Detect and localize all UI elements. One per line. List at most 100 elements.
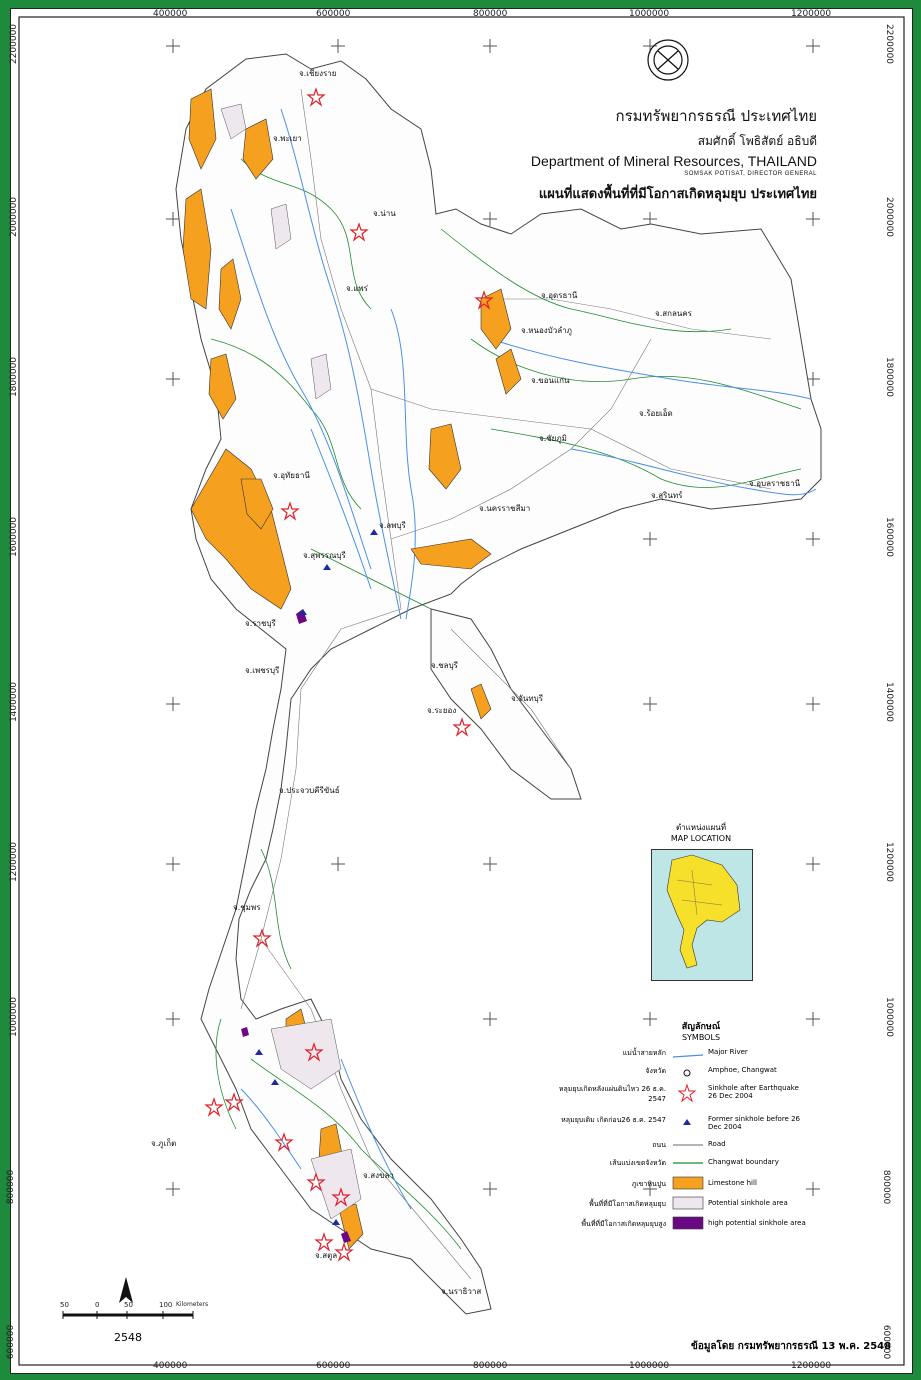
coord-right-2: 2000000 — [884, 196, 895, 238]
sinkhole-after-earthquake — [204, 87, 494, 1262]
place-label: จ.ประจวบคีรีขันธ์ — [279, 786, 340, 795]
coord-top-1: 400000 — [153, 9, 188, 19]
legend-label-english: Potential sinkhole area — [708, 1199, 788, 1207]
potential-sinkhole-areas — [220, 103, 362, 1220]
dmr-logo — [647, 39, 689, 81]
scale-year: 2548 — [114, 1331, 142, 1344]
coord-right-8: 800000 — [881, 1169, 892, 1205]
place-label: จ.หนองบัวลำภู — [521, 326, 572, 335]
legend-label-english: high potential sinkhole area — [708, 1219, 806, 1227]
place-label: จ.ร้อยเอ็ด — [639, 409, 673, 418]
legend-label-thai: แม่น้ำสายหลัก — [622, 1049, 666, 1057]
coord-right-4: 1600000 — [884, 516, 895, 558]
coord-bottom-2: 600000 — [316, 1361, 351, 1371]
coord-top-3: 800000 — [473, 9, 508, 19]
place-label: จ.ขอนแก่น — [531, 376, 570, 385]
limestone-hills — [182, 88, 522, 1250]
legend-label-thai: จังหวัด — [645, 1067, 666, 1075]
place-label: จ.ชลบุรี — [431, 661, 458, 670]
place-label: จ.ราชบุรี — [245, 619, 276, 628]
coord-right-1: 2200000 — [884, 23, 895, 65]
legend-label-english: Amphoe, Changwat — [708, 1066, 777, 1074]
place-label: จ.ระยอง — [427, 706, 457, 715]
coord-left-6: 1200000 — [9, 841, 20, 883]
legend-label-thai: ถนน — [652, 1141, 666, 1149]
director-thai: สมศักดิ์ โพธิสัตย์ อธิบดี — [697, 134, 817, 148]
place-label: จ.เพชรบุรี — [245, 666, 280, 675]
place-label: จ.สตูล — [315, 1251, 338, 1260]
roads — [240, 88, 772, 1280]
place-label: จ.ลพบุรี — [379, 521, 406, 530]
north-arrow-icon — [119, 1277, 133, 1303]
coord-bottom-1: 400000 — [153, 1361, 188, 1371]
scale-tick: 50 — [124, 1301, 133, 1309]
legend-label-thai: พื้นที่ที่มีโอกาสเกิดหลุมยุบ — [589, 1200, 666, 1208]
org-name-thai: กรมทรัพยากรธรณี ประเทศไทย — [615, 107, 818, 125]
scale-bar — [62, 1311, 194, 1319]
legend-label-thai: หลุมยุบเดิม เกิดก่อน26 ธ.ค. 2547 — [561, 1116, 666, 1124]
place-label: จ.เชียงราย — [299, 69, 337, 78]
map-title: แผนที่แสดงพื้นที่ที่มีโอกาสเกิดหลุมยุบ ป… — [538, 187, 817, 202]
data-credit: ข้อมูลโดย กรมทรัพยากรธรณี 13 พ.ค. 2548 — [691, 1341, 892, 1352]
place-label: จ.ชุมพร — [233, 903, 261, 912]
high-potential-areas — [241, 609, 351, 1243]
place-label: จ.แพร่ — [346, 284, 368, 293]
country-outline — [175, 53, 822, 1315]
coord-left-7: 1000000 — [9, 996, 20, 1038]
place-label: จ.ชัยภูมิ — [539, 434, 567, 443]
inset-title: ตำแหน่งแผนที่ MAP LOCATION — [641, 821, 761, 843]
coord-right-5: 1400000 — [884, 681, 895, 723]
legend-title-english: SYMBOLS — [681, 1033, 721, 1042]
scale-tick: 100 — [159, 1301, 173, 1309]
legend-label-thai: พื้นที่ที่มีโอกาสเกิดหลุมยุบสูง — [581, 1220, 666, 1228]
place-label: จ.นราธิวาส — [441, 1287, 482, 1296]
place-label: จ.สุรินทร์ — [651, 491, 683, 500]
coord-bottom-3: 800000 — [473, 1361, 508, 1371]
thailand-map — [18, 16, 905, 1366]
legend-title: สัญลักษณ์ SYMBOLS — [651, 1019, 751, 1042]
legend-label-english: Former sinkhole before 26 Dec 2004 — [708, 1115, 800, 1131]
place-label: จ.สกลนคร — [655, 309, 692, 318]
coord-left-2: 2000000 — [9, 196, 20, 238]
map-sheet: 400000 600000 800000 1000000 1200000 400… — [6, 8, 913, 1374]
map-header: กรมทรัพยากรธรณี ประเทศไทย สมศักดิ์ โพธิส… — [531, 104, 817, 204]
legend-label-english: Road — [708, 1140, 726, 1148]
coord-left-4: 1600000 — [9, 516, 20, 558]
coord-right-6: 1200000 — [884, 841, 895, 883]
location-inset-map — [651, 849, 753, 981]
place-label: จ.อุดรธานี — [541, 291, 578, 300]
coord-top-4: 1000000 — [629, 9, 670, 19]
org-name-english: Department of Mineral Resources, THAILAN… — [530, 153, 817, 169]
coord-top-2: 600000 — [316, 9, 351, 19]
coord-right-7: 1000000 — [884, 996, 895, 1038]
place-label: จ.อุบลราชธานี — [749, 479, 801, 488]
coord-left-8: 800000 — [6, 1169, 17, 1205]
legend-label-thai: เส้นแบ่งเขตจังหวัด — [609, 1159, 666, 1167]
coord-left-5: 1400000 — [9, 681, 20, 723]
coord-bottom-4: 1000000 — [629, 1361, 670, 1371]
place-label: จ.อุทัยธานี — [273, 471, 310, 480]
coord-left-3: 1800000 — [9, 356, 20, 398]
place-label: จ.นครราชสีมา — [479, 504, 531, 513]
coord-top-5: 1200000 — [791, 9, 832, 19]
inset-title-thai: ตำแหน่งแผนที่ — [675, 823, 727, 832]
place-label: จ.น่าน — [373, 209, 396, 218]
major-rivers — [230, 108, 817, 1210]
legend-label-english: Sinkhole after Earthquake 26 Dec 2004 — [708, 1084, 799, 1100]
place-label: จ.ภูเก็ต — [151, 1139, 177, 1148]
inset-thailand-shape — [666, 854, 741, 969]
grid-crosses — [166, 39, 820, 1196]
legend-label-thai: ภูเขาหินปูน — [631, 1180, 666, 1188]
scale-unit: Kilometers — [176, 1301, 209, 1308]
place-label: จ.จันทบุรี — [511, 694, 544, 703]
legend-label-english: Major River — [708, 1048, 748, 1056]
legend-symbols — [672, 1054, 704, 1230]
inset-title-english: MAP LOCATION — [670, 834, 732, 843]
place-label: จ.พะเยา — [273, 134, 302, 143]
coord-bottom-5: 1200000 — [791, 1361, 832, 1371]
former-sinkholes — [255, 529, 378, 1225]
changwat-boundaries — [210, 158, 802, 1250]
legend-label-english: Changwat boundary — [708, 1158, 779, 1166]
coord-left-9: 600000 — [6, 1324, 17, 1360]
coord-right-3: 1800000 — [884, 356, 895, 398]
